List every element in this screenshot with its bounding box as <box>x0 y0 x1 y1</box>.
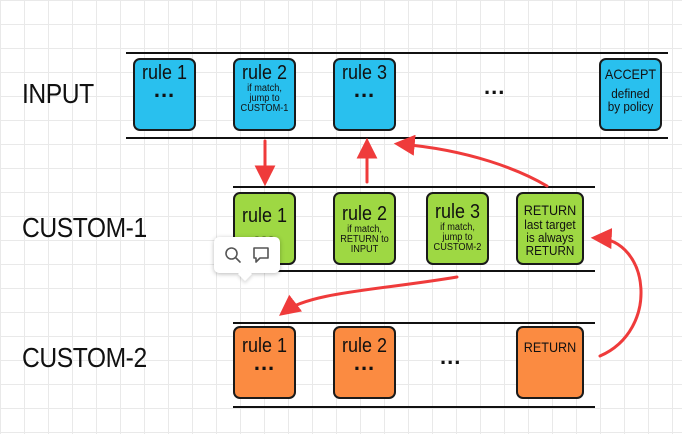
arrow-custom1-return-to-input <box>393 134 549 188</box>
custom-1-bottom-line <box>233 270 595 272</box>
arrow-custom2-return-to-custom1-return <box>590 228 643 358</box>
custom-2-rule-1: rule 1 ... <box>233 326 296 399</box>
input-rule-2-line-1: if match, <box>247 83 282 94</box>
input-rule-1: rule 1 ... <box>133 58 196 131</box>
custom-1-rule-3-line-1: if match, <box>440 222 475 233</box>
input-accept-title: ACCEPT <box>604 66 657 82</box>
input-accept-line-2: by policy <box>607 99 654 114</box>
input-rule-3-title: rule 3 <box>341 62 388 84</box>
custom-1-rule-2-title: rule 2 <box>341 203 388 225</box>
input-top-line <box>126 52 668 54</box>
custom-1-rule-3-line-3: CUSTOM-2 <box>433 242 482 253</box>
custom-1-return-title: RETURN <box>523 202 577 218</box>
custom-2-rule-1-dots: ... <box>253 350 276 375</box>
custom-1-top-line <box>233 186 595 188</box>
input-gap-dots: ... <box>484 74 506 99</box>
input-rule-2: rule 2 if match, jump to CUSTOM-1 <box>233 58 296 131</box>
chain-label-custom-2: CUSTOM-2 <box>22 342 147 373</box>
input-rule-1-title: rule 1 <box>141 62 188 84</box>
custom-2-top-line <box>233 322 595 324</box>
custom-1-return: RETURN last target is always RETURN <box>516 192 584 265</box>
custom-2-return: RETURN <box>516 326 584 399</box>
custom-1-return-line-2: is always <box>526 230 574 245</box>
custom-1-return-line-1: last target <box>524 217 576 232</box>
custom-2-return-title: RETURN <box>523 339 577 355</box>
custom-1-return-line-3: RETURN <box>525 243 575 258</box>
input-rule-2-line-2: jump to <box>249 93 280 104</box>
custom-1-rule-2-line-1: if match, <box>347 224 382 235</box>
input-bottom-line <box>126 137 668 139</box>
custom-1-rule-3-line-2: jump to <box>442 232 473 243</box>
custom-1-rule-2-line-2: RETURN to <box>340 234 389 245</box>
search-icon[interactable] <box>223 245 243 265</box>
input-accept-line-1: defined <box>611 86 650 101</box>
custom-1-rule-3-title: rule 3 <box>434 201 481 223</box>
comment-icon[interactable] <box>251 245 271 265</box>
custom-1-rule-3: rule 3 if match, jump to CUSTOM-2 <box>426 192 489 265</box>
floating-toolbar <box>214 237 280 273</box>
custom-2-gap-dots: ... <box>440 344 462 369</box>
arrow-custom1-rule3-to-custom2-rule1 <box>279 275 459 316</box>
chain-label-custom-1: CUSTOM-1 <box>22 212 147 243</box>
custom-2-rule-1-title: rule 1 <box>241 335 288 357</box>
custom-1-rule-2: rule 2 if match, RETURN to INPUT <box>333 192 396 265</box>
input-rule-3: rule 3 ... <box>333 58 396 131</box>
custom-1-rule-1-title: rule 1 <box>241 205 288 227</box>
custom-2-bottom-line <box>233 406 595 408</box>
input-rule-2-line-3: CUSTOM-1 <box>240 103 289 114</box>
input-rule-3-dots: ... <box>353 77 376 102</box>
custom-2-rule-2-dots: ... <box>353 350 376 375</box>
input-rule-2-title: rule 2 <box>241 62 288 84</box>
input-rule-1-dots: ... <box>153 77 176 102</box>
custom-2-rule-2: rule 2 ... <box>333 326 396 399</box>
chain-label-input: INPUT <box>22 78 94 109</box>
custom-2-rule-2-title: rule 2 <box>341 335 388 357</box>
custom-1-rule-2-line-3: INPUT <box>350 244 379 255</box>
input-accept-policy: ACCEPT defined by policy <box>599 58 662 131</box>
